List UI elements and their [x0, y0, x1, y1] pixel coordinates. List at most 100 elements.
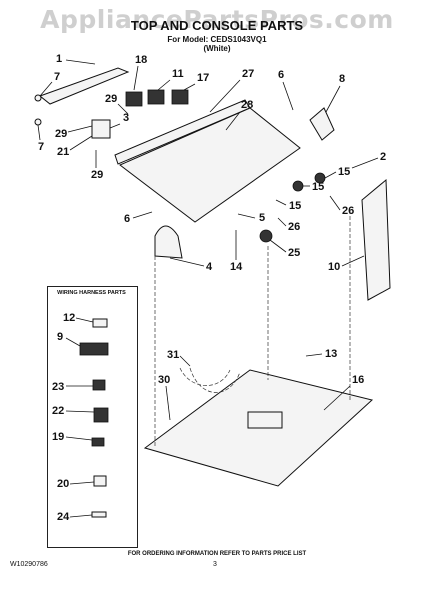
- control-bracket: [91, 119, 111, 139]
- svg-text:29: 29: [105, 93, 117, 105]
- callout-15a: 15: [324, 166, 350, 179]
- end-cap-top: [34, 94, 42, 102]
- callout-17: 17: [183, 72, 209, 91]
- svg-text:7: 7: [38, 141, 44, 153]
- console-back-panel: [38, 67, 130, 105]
- callout-18: 18: [133, 54, 147, 91]
- callout-8: 8: [325, 73, 345, 113]
- callout-15c: 15: [275, 199, 301, 212]
- callout-28: 28: [225, 99, 253, 131]
- svg-text:18: 18: [135, 54, 147, 66]
- switch-11: [147, 89, 165, 105]
- callout-7a: 7: [39, 71, 60, 97]
- callout-3: 3: [109, 112, 129, 129]
- svg-text:5: 5: [259, 212, 265, 224]
- callout-20: 20: [57, 478, 95, 490]
- svg-text:16: 16: [352, 374, 364, 386]
- callout-11: 11: [157, 68, 184, 91]
- svg-text:24: 24: [57, 511, 70, 523]
- harness-part-12: [92, 318, 108, 328]
- knob-15a: [292, 180, 304, 192]
- callout-24: 24: [57, 511, 93, 523]
- model-color: (White): [203, 44, 231, 53]
- svg-text:29: 29: [91, 169, 103, 181]
- lint-screen: [361, 178, 391, 301]
- page-title: TOP AND CONSOLE PARTS: [130, 18, 304, 33]
- harness-part-23: [92, 379, 106, 391]
- callout-6b: 6: [124, 211, 153, 225]
- svg-text:14: 14: [230, 261, 243, 273]
- svg-text:20: 20: [57, 478, 69, 490]
- svg-text:29: 29: [55, 128, 67, 140]
- svg-text:15: 15: [289, 200, 301, 212]
- svg-text:10: 10: [328, 261, 340, 273]
- callout-26b: 26: [277, 217, 300, 233]
- callout-29a: 29: [105, 93, 129, 115]
- harness-part-20: [93, 475, 107, 487]
- svg-text:23: 23: [52, 381, 64, 393]
- svg-text:1: 1: [56, 53, 62, 65]
- callout-1: 1: [56, 53, 96, 65]
- svg-text:6: 6: [124, 213, 130, 225]
- svg-text:15: 15: [338, 166, 350, 178]
- svg-text:15: 15: [312, 181, 324, 193]
- ordering-info-note: FOR ORDERING INFORMATION REFER TO PARTS …: [127, 551, 307, 557]
- callout-12: 12: [63, 312, 94, 324]
- watermark: AppliancePartsPros.com: [40, 5, 394, 34]
- svg-text:22: 22: [52, 405, 64, 417]
- wiring-harness-title: WIRING HARNESS PARTS: [57, 290, 126, 296]
- harness-part-24: [91, 511, 107, 518]
- svg-text:4: 4: [206, 261, 213, 273]
- callout-29b: 29: [55, 125, 93, 140]
- svg-text:21: 21: [57, 146, 69, 158]
- callout-15b: 15: [303, 181, 324, 193]
- callout-5: 5: [237, 212, 265, 224]
- svg-text:26: 26: [342, 205, 354, 217]
- model-number: For Model: CEDS1043VQ1: [167, 35, 267, 44]
- harness-part-9: [79, 342, 109, 356]
- callout-26a: 26: [329, 195, 354, 217]
- console-end-cap: [309, 107, 335, 141]
- svg-text:13: 13: [325, 348, 337, 360]
- svg-text:28: 28: [241, 99, 253, 111]
- svg-text:31: 31: [167, 349, 179, 361]
- svg-text:27: 27: [242, 68, 254, 80]
- end-cap-bottom: [34, 118, 42, 126]
- wire-harness-31: [179, 367, 241, 393]
- callout-22: 22: [52, 405, 95, 417]
- callout-21: 21: [57, 135, 93, 158]
- model-info: For Model: CEDS1043VQ1 (White): [0, 35, 434, 53]
- callout-19: 19: [52, 431, 93, 443]
- callout-23: 23: [52, 381, 93, 393]
- knob-25: [259, 229, 273, 243]
- console-panel: [119, 107, 301, 223]
- svg-text:3: 3: [123, 112, 129, 124]
- svg-text:6: 6: [278, 69, 284, 81]
- callout-16: 16: [323, 374, 364, 411]
- callout-30: 30: [158, 374, 171, 421]
- callout-10: 10: [328, 255, 365, 273]
- callout-4: 4: [169, 257, 213, 273]
- callout-25: 25: [269, 239, 300, 259]
- callout-6a: 6: [278, 69, 294, 111]
- svg-text:11: 11: [172, 68, 184, 80]
- wiring-harness-box: [47, 286, 138, 548]
- callout-29c: 29: [91, 150, 103, 181]
- svg-text:9: 9: [57, 331, 63, 343]
- callout-14: 14: [230, 230, 243, 273]
- page-number: 3: [213, 561, 217, 568]
- svg-text:17: 17: [197, 72, 209, 84]
- svg-text:19: 19: [52, 431, 64, 443]
- svg-text:2: 2: [380, 151, 386, 163]
- callout-9: 9: [57, 331, 81, 347]
- switch-17: [171, 89, 189, 105]
- callout-27: 27: [209, 68, 254, 113]
- console-end-panel: [154, 225, 183, 259]
- harness-part-22: [93, 407, 109, 423]
- callout-2: 2: [351, 151, 386, 169]
- svg-text:25: 25: [288, 247, 300, 259]
- svg-text:12: 12: [63, 312, 75, 324]
- top-panel-opening: [247, 411, 283, 429]
- callout-31: 31: [167, 349, 191, 367]
